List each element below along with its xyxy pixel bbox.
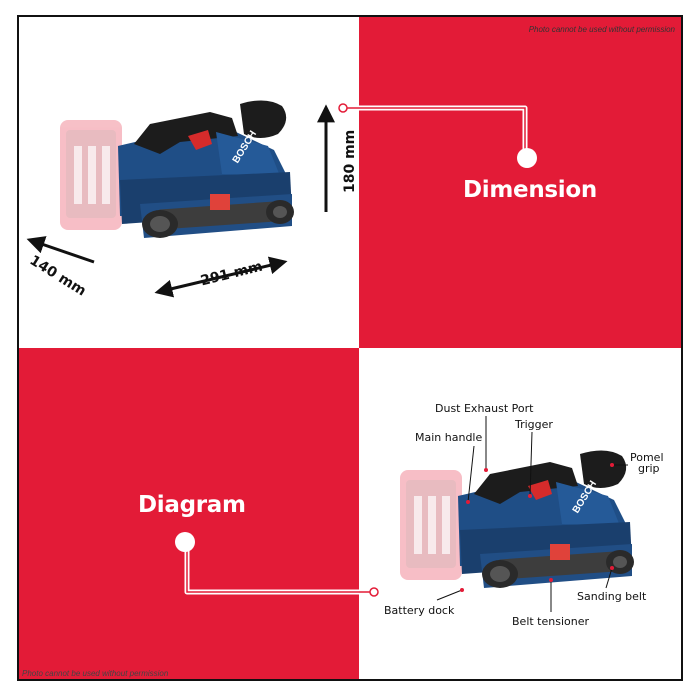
sander-image-diagram bbox=[400, 450, 634, 588]
callout-dots bbox=[460, 463, 614, 592]
callout-battery-dock: Battery dock bbox=[384, 604, 455, 617]
dimension-heading: Dimension bbox=[463, 177, 597, 203]
height-dimension-label: 180 mm bbox=[342, 129, 358, 193]
permission-notice-top: Photo cannot be used without permission bbox=[528, 25, 675, 34]
callout-trigger: Trigger bbox=[515, 418, 553, 431]
callout-belt-tensioner: Belt tensioner bbox=[512, 615, 590, 628]
callout-sanding-belt: Sanding belt bbox=[577, 590, 647, 603]
callout-dust-exhaust-port: Dust Exhaust Port bbox=[435, 402, 534, 415]
callout-pomel: Pomel bbox=[630, 451, 664, 464]
dimension-panel-red bbox=[359, 17, 681, 348]
callout-leaders bbox=[436, 416, 628, 612]
length-arrow bbox=[154, 256, 288, 298]
diagram-panel-red bbox=[19, 348, 359, 679]
diagram-heading: Diagram bbox=[138, 492, 246, 518]
depth-arrow bbox=[26, 236, 95, 264]
permission-notice-bottom: Photo cannot be used without permission bbox=[22, 669, 169, 678]
diagram-connector bbox=[175, 532, 379, 597]
dimension-connector bbox=[338, 103, 537, 168]
outer-frame bbox=[17, 15, 683, 681]
callout-main-handle: Main handle bbox=[415, 431, 483, 444]
sander-image-dimension bbox=[60, 100, 294, 238]
callout-grip: grip bbox=[638, 462, 660, 475]
